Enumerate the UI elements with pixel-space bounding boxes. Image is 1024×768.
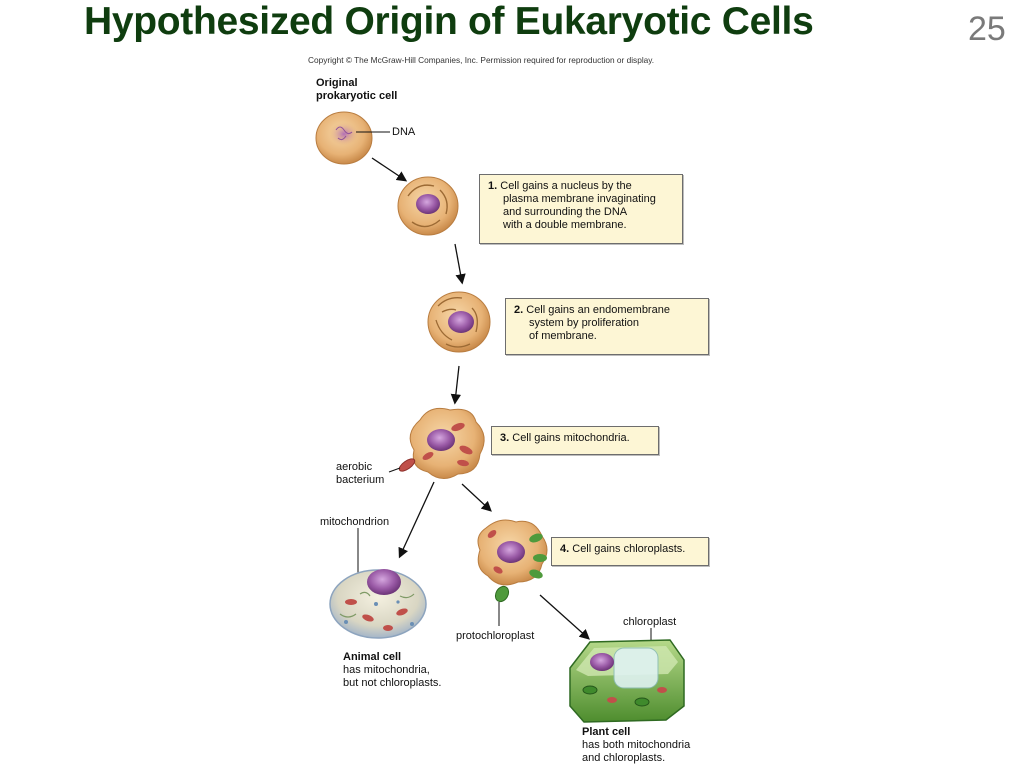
step-2-line-3: of membrane.: [529, 330, 597, 342]
aerobic-bacterium-label-line-2: bacterium: [336, 474, 385, 486]
step-2-line-1: Cell gains an endomembrane: [526, 304, 670, 316]
arrow-to-step-3: [450, 365, 462, 405]
original-cell-label-line-1: Original: [316, 77, 358, 89]
animal-cell-line-2: but not chloroplasts.: [343, 677, 442, 689]
animal-cell-title: Animal cell: [343, 651, 402, 663]
plant-cell: [569, 639, 685, 723]
copyright-notice: Copyright © The McGraw-Hill Companies, I…: [308, 55, 655, 65]
step-2-box: 2. Cell gains an endomembrane system by …: [505, 298, 709, 355]
step-3-number: 3.: [500, 432, 510, 444]
step-4-number: 4.: [560, 543, 570, 555]
step-3-cell: [409, 407, 485, 479]
arrow-to-animal-cell: [398, 481, 435, 559]
step-3-line-1: Cell gains mitochondria.: [512, 432, 630, 444]
dna-label: DNA: [392, 126, 416, 138]
animal-cell-caption: Animal cell has mitochondria, but not ch…: [343, 651, 441, 690]
aerobic-bacterium-label: aerobic bacterium: [336, 461, 384, 487]
step-1-line-3: and surrounding the DNA: [503, 206, 628, 218]
animal-cell-line-1: has mitochondria,: [343, 664, 430, 676]
step-3-box: 3. Cell gains mitochondria.: [491, 426, 659, 455]
prokaryotic-cell: [315, 111, 373, 165]
arrow-to-step-2: [454, 243, 466, 285]
animal-cell: [329, 569, 427, 639]
step-2-cell: [427, 291, 491, 353]
aerobic-bacterium-illustration: [398, 458, 416, 472]
protochloroplast-label: protochloroplast: [456, 630, 535, 642]
arrow-to-step-4: [461, 483, 492, 512]
plant-cell-caption: Plant cell has both mitochondria and chl…: [582, 726, 690, 765]
slide-number: 25: [968, 10, 1006, 48]
plant-cell-line-2: and chloroplasts.: [582, 752, 666, 764]
mitochondrion-label: mitochondrion: [320, 516, 390, 528]
chloroplast-label: chloroplast: [623, 616, 677, 628]
step-1-number: 1.: [488, 180, 498, 192]
aerobic-bacterium-leader-line: [388, 467, 401, 473]
plant-cell-line-1: has both mitochondria: [582, 739, 691, 751]
arrow-to-plant-cell: [539, 594, 590, 640]
original-cell-label: Original prokaryotic cell: [316, 77, 397, 103]
step-1-box: 1. Cell gains a nucleus by the plasma me…: [479, 174, 683, 244]
step-2-line-2: system by proliferation: [529, 317, 640, 329]
original-cell-label-line-2: prokaryotic cell: [316, 90, 398, 102]
step-4-cell: [477, 519, 548, 586]
step-2-number: 2.: [514, 304, 524, 316]
step-1-line-1: Cell gains a nucleus by the: [500, 180, 632, 192]
step-1-cell: [397, 176, 459, 236]
plant-cell-title: Plant cell: [582, 726, 631, 738]
slide-title: Hypothesized Origin of Eukaryotic Cells: [84, 0, 814, 43]
step-1-line-4: with a double membrane.: [503, 219, 627, 231]
arrow-to-step-1: [371, 157, 408, 182]
step-1-line-2: plasma membrane invaginating: [503, 193, 656, 205]
protochloroplast-illustration: [494, 585, 510, 603]
aerobic-bacterium-label-line-1: aerobic: [336, 461, 373, 473]
step-4-line-1: Cell gains chloroplasts.: [572, 543, 686, 555]
step-4-box: 4. Cell gains chloroplasts.: [551, 537, 709, 566]
